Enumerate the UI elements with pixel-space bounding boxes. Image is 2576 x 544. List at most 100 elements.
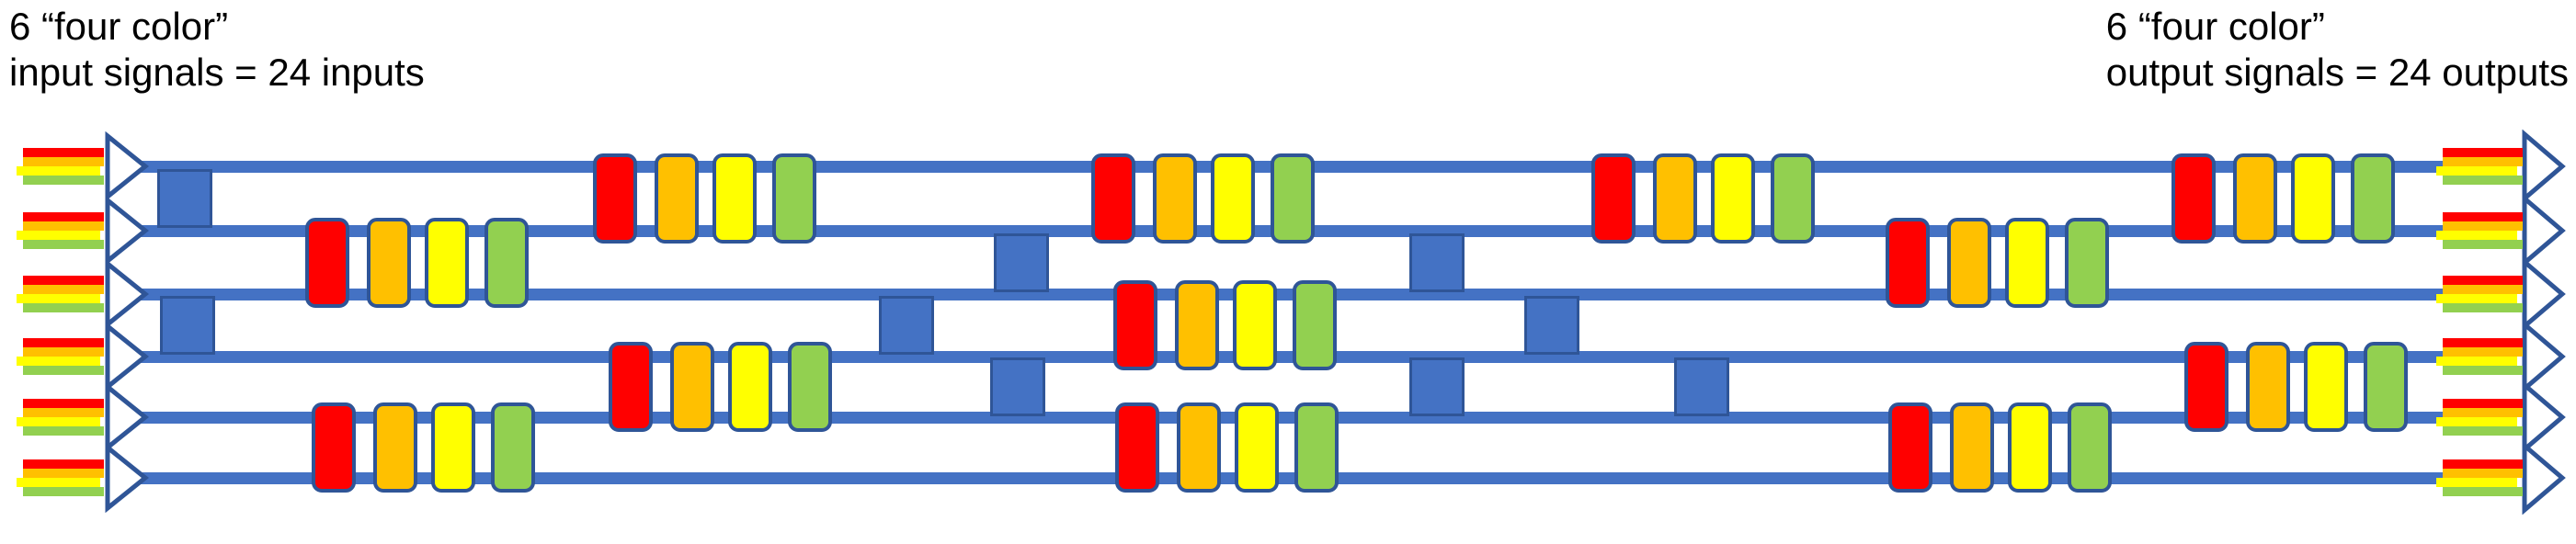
input-stripe-yellow (17, 478, 100, 487)
color-block-orange (655, 153, 699, 244)
output-stripe-green (2443, 240, 2523, 249)
color-block-orange (2246, 342, 2290, 432)
input-stripe-green (23, 176, 104, 185)
output-stripe-orange (2443, 157, 2523, 166)
color-block-yellow (728, 342, 772, 432)
coupler-square (1524, 296, 1579, 355)
color-block-orange (1153, 153, 1197, 244)
output-arrow-icon (2522, 320, 2566, 393)
color-block-yellow (2008, 402, 2052, 493)
color-block-green (2351, 153, 2395, 244)
color-block-red (1113, 280, 1157, 370)
color-block-red (1091, 153, 1135, 244)
color-block-red (312, 402, 356, 493)
input-stripe-green (23, 487, 104, 496)
output-stripe-green (2443, 426, 2523, 436)
coupler-square (879, 296, 934, 355)
color-block-yellow (1211, 153, 1255, 244)
output-stripe-green (2443, 366, 2523, 375)
color-block-green (2364, 342, 2408, 432)
input-stripe-yellow (17, 357, 100, 366)
output-stripe-red (2443, 276, 2523, 285)
color-block-orange (1177, 402, 1221, 493)
output-stripe-orange (2443, 285, 2523, 294)
input-stripe-yellow (17, 166, 100, 176)
color-block-orange (373, 402, 417, 493)
color-block-orange (670, 342, 714, 432)
input-stripe-yellow (17, 231, 100, 240)
coupler-square (1409, 232, 1465, 292)
output-stripe-yellow (2436, 166, 2517, 176)
color-block-orange (1947, 217, 1991, 308)
color-block-red (1591, 153, 1636, 244)
color-block-red (2184, 342, 2228, 432)
output-stripe-green (2443, 176, 2523, 185)
signal-line (136, 471, 2445, 484)
output-stripe-yellow (2436, 231, 2517, 240)
output-stripe-red (2443, 399, 2523, 408)
input-stripe-green (23, 366, 104, 375)
output-arrow-icon (2522, 441, 2566, 515)
color-block-orange (367, 217, 411, 308)
color-block-green (1294, 402, 1339, 493)
input-caption-line2: input signals = 24 inputs (9, 50, 425, 94)
output-stripe-red (2443, 459, 2523, 469)
output-caption-line1: 6 “four color” (2105, 5, 2325, 48)
output-stripe-yellow (2436, 417, 2517, 426)
output-stripe-red (2443, 148, 2523, 157)
coupler-square (990, 357, 1045, 416)
color-block-green (1771, 153, 1815, 244)
input-arrow-icon (105, 131, 149, 201)
signal-line (136, 288, 2445, 300)
input-stripe-red (23, 459, 104, 469)
coupler-square (160, 296, 215, 355)
input-stripe-red (23, 338, 104, 347)
color-block-yellow (425, 217, 469, 308)
input-arrow-icon (105, 443, 149, 513)
color-block-orange (1175, 280, 1219, 370)
color-block-yellow (2304, 342, 2348, 432)
input-stripe-green (23, 426, 104, 436)
output-arrow-icon (2522, 257, 2566, 331)
input-caption-line1: 6 “four color” (9, 5, 229, 48)
input-stripe-red (23, 148, 104, 157)
color-block-green (484, 217, 529, 308)
color-block-yellow (1233, 280, 1277, 370)
color-block-orange (1950, 402, 1994, 493)
color-block-green (1271, 153, 1315, 244)
input-stripe-red (23, 212, 104, 221)
output-arrow-icon (2522, 380, 2566, 454)
color-block-yellow (2291, 153, 2335, 244)
input-arrow-icon (105, 322, 149, 391)
output-stripe-orange (2443, 347, 2523, 357)
color-block-red (2171, 153, 2216, 244)
color-block-yellow (1711, 153, 1755, 244)
input-caption: 6 “four color” input signals = 24 inputs (9, 4, 425, 95)
color-block-red (1886, 217, 1930, 308)
output-stripe-green (2443, 303, 2523, 312)
color-block-green (772, 153, 816, 244)
output-stripe-red (2443, 338, 2523, 347)
input-stripe-yellow (17, 294, 100, 303)
color-block-green (2065, 217, 2109, 308)
output-caption: 6 “four color” output signals = 24 outpu… (2106, 4, 2569, 95)
input-stripe-green (23, 240, 104, 249)
input-stripe-orange (23, 157, 104, 166)
color-block-green (491, 402, 535, 493)
input-stripe-orange (23, 347, 104, 357)
color-block-red (593, 153, 637, 244)
output-stripe-yellow (2436, 294, 2517, 303)
input-arrow-icon (105, 382, 149, 452)
output-stripe-red (2443, 212, 2523, 221)
output-stripe-orange (2443, 221, 2523, 231)
input-stripe-red (23, 276, 104, 285)
input-arrow-icon (105, 196, 149, 266)
output-arrow-icon (2522, 130, 2566, 203)
signal-line (136, 350, 2445, 363)
color-block-orange (2233, 153, 2277, 244)
color-block-green (2068, 402, 2112, 493)
color-block-red (1888, 402, 1932, 493)
input-arrow-icon (105, 259, 149, 329)
color-block-orange (1653, 153, 1697, 244)
